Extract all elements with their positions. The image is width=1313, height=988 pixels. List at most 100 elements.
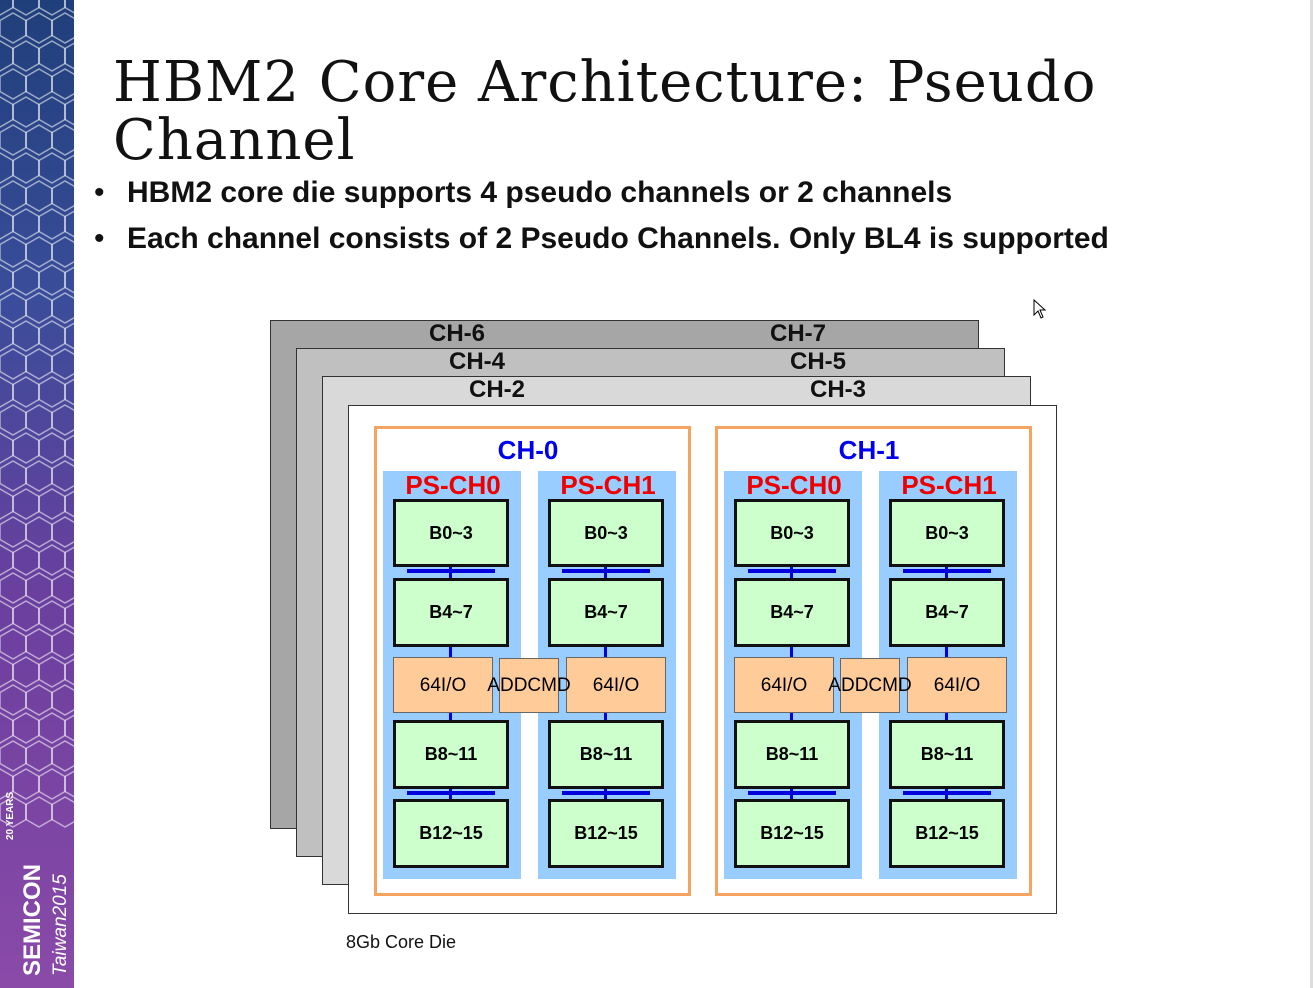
hexagon <box>64 770 74 798</box>
hexagon <box>0 628 27 660</box>
hexagon <box>38 96 66 128</box>
layer-label-left: CH-4 <box>448 348 506 375</box>
layer-label-left: CH-2 <box>468 376 526 403</box>
io-block: 64I/O <box>907 657 1007 713</box>
pseudo-channel-label: PS-CH1 <box>901 470 997 500</box>
hexagon <box>51 628 74 660</box>
hexagon <box>12 96 40 128</box>
pseudo-channel-label: PS-CH1 <box>560 470 656 500</box>
hexagon <box>51 796 74 828</box>
hexagon <box>64 42 74 70</box>
hexagon <box>51 740 74 772</box>
bus-bar <box>903 569 991 573</box>
hexagon <box>38 712 66 744</box>
bank-block: B0~3 <box>548 499 664 567</box>
hexagon <box>51 572 74 604</box>
hexagon <box>0 460 27 492</box>
hexagon <box>12 40 40 72</box>
bank-block: B4~7 <box>393 578 509 647</box>
hexagon <box>12 432 40 464</box>
bank-block: B0~3 <box>889 499 1005 567</box>
hexagon <box>38 600 66 632</box>
cmd-label: CMD <box>868 675 912 696</box>
bank-block: B12~15 <box>734 799 850 868</box>
bank-block: B8~11 <box>889 720 1005 789</box>
hexagon <box>38 40 66 72</box>
hexagon <box>38 488 66 520</box>
diagram-caption: 8Gb Core Die <box>346 932 457 952</box>
hexagon <box>12 0 40 16</box>
hexagon <box>64 602 74 630</box>
bullet-2: •Each channel consists of 2 Pseudo Chann… <box>94 222 1109 255</box>
hexagon <box>0 152 14 184</box>
hexagon <box>38 544 66 576</box>
hexagon <box>25 292 53 324</box>
hexagon <box>0 320 14 352</box>
bus-bar <box>748 569 836 573</box>
hexagon <box>0 656 14 688</box>
hexagon <box>38 432 66 464</box>
hexagon <box>0 488 14 520</box>
hexagon <box>64 490 74 518</box>
svg-text:SEMICON: SEMICON <box>19 864 46 976</box>
hexagon <box>0 712 14 744</box>
hexagon <box>64 546 74 574</box>
bus-bar <box>562 791 650 795</box>
hexagon <box>12 152 40 184</box>
hexagon <box>51 236 74 268</box>
hexagon <box>0 208 14 240</box>
hexagon <box>38 0 66 16</box>
hexagon <box>64 154 74 182</box>
hexagon <box>51 292 74 324</box>
hexagon <box>51 124 74 156</box>
hexagon <box>51 180 74 212</box>
hexagon <box>12 600 40 632</box>
hexagon <box>0 96 14 128</box>
hexagon <box>25 348 53 380</box>
hexagon <box>12 264 40 296</box>
bank-block: B4~7 <box>889 578 1005 647</box>
add-label: ADD <box>828 675 869 696</box>
channel-box <box>374 426 691 896</box>
hexagon <box>38 208 66 240</box>
hexagon <box>12 376 40 408</box>
hexagon <box>25 124 53 156</box>
semicon-logo: 20 YEARS SEMICON Taiwan2015 <box>4 778 72 980</box>
hexagon <box>0 68 27 100</box>
hexagon <box>0 0 14 16</box>
hexagon <box>12 656 40 688</box>
add-label: ADD <box>487 675 528 696</box>
hexagon <box>0 264 14 296</box>
hexagon <box>51 516 74 548</box>
hexagon <box>38 264 66 296</box>
hexagon <box>25 12 53 44</box>
hexagon <box>0 12 27 44</box>
hexagon <box>25 572 53 604</box>
bank-block: B12~15 <box>548 799 664 868</box>
hexagon <box>25 236 53 268</box>
bus-bar <box>407 791 495 795</box>
io-block: 64I/O <box>393 657 493 713</box>
hexagon <box>0 348 27 380</box>
pseudo-channel-label: PS-CH0 <box>405 470 501 500</box>
bus-bar <box>748 791 836 795</box>
hexagon <box>0 376 14 408</box>
hexagon <box>25 628 53 660</box>
hexagon <box>12 320 40 352</box>
channel-label: CH-0 <box>497 435 559 465</box>
sidebar-decoration: 20 YEARS SEMICON Taiwan2015 <box>0 0 74 988</box>
hexagon <box>64 434 74 462</box>
hexagon <box>25 516 53 548</box>
hexagon <box>0 600 14 632</box>
bus-bar <box>407 569 495 573</box>
hexagon <box>12 208 40 240</box>
hexagon <box>64 0 74 14</box>
hexagon-pattern <box>0 0 74 828</box>
hexagon <box>64 210 74 238</box>
bank-block: B12~15 <box>889 799 1005 868</box>
bus-bar <box>903 791 991 795</box>
bullet-text: Each channel consists of 2 Pseudo Channe… <box>127 222 1109 255</box>
hexagon <box>12 544 40 576</box>
hexagon <box>0 544 14 576</box>
hexagon <box>64 322 74 350</box>
